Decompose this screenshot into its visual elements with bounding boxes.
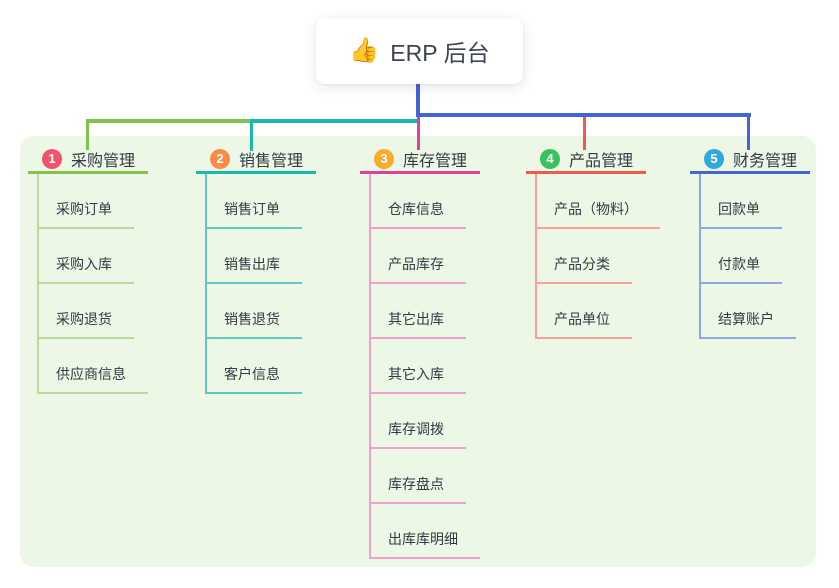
child-node[interactable]: 采购退货 bbox=[39, 284, 148, 339]
child-node-label: 产品单位 bbox=[537, 309, 632, 339]
branch-2: 2 销售管理销售订单销售出库销售退货客户信息 bbox=[196, 146, 316, 394]
child-node-label: 客户信息 bbox=[207, 364, 302, 394]
branch-5: 5 财务管理回款单付款单结算账户 bbox=[690, 146, 810, 339]
child-node[interactable]: 产品（物料） bbox=[537, 174, 660, 229]
child-node[interactable]: 付款单 bbox=[701, 229, 810, 284]
child-node-label: 采购入库 bbox=[39, 254, 134, 284]
child-node[interactable]: 采购入库 bbox=[39, 229, 148, 284]
child-node-label: 供应商信息 bbox=[39, 364, 148, 394]
child-node-label: 销售出库 bbox=[207, 254, 302, 284]
child-node-label: 库存调拨 bbox=[371, 419, 466, 449]
child-node-label: 产品库存 bbox=[371, 254, 466, 284]
connector-root-drop bbox=[416, 84, 420, 117]
child-node-label: 其它入库 bbox=[371, 364, 466, 394]
connector-drop-1 bbox=[86, 119, 89, 150]
connector-drop-2 bbox=[250, 119, 253, 151]
branch-node-1[interactable]: 1 采购管理 bbox=[28, 146, 148, 174]
child-node[interactable]: 仓库信息 bbox=[371, 174, 480, 229]
branch-number-badge: 5 bbox=[704, 148, 724, 169]
root-node-erp-backend[interactable]: 👍 ERP 后台 bbox=[316, 18, 523, 84]
child-node[interactable]: 销售出库 bbox=[207, 229, 316, 284]
thumbs-up-icon: 👍 bbox=[349, 37, 380, 64]
child-node[interactable]: 库存盘点 bbox=[371, 449, 480, 504]
connector-rail-blue bbox=[417, 113, 751, 117]
branch-title: 财务管理 bbox=[733, 152, 798, 170]
branch-node-4[interactable]: 4 产品管理 bbox=[526, 146, 646, 174]
child-node-label: 销售订单 bbox=[207, 199, 302, 229]
connector-drop-3 bbox=[417, 117, 420, 150]
branch-3: 3 库存管理仓库信息产品库存其它出库其它入库库存调拨库存盘点出库库明细 bbox=[360, 146, 480, 559]
child-node[interactable]: 回款单 bbox=[701, 174, 810, 229]
child-node-label: 库存盘点 bbox=[371, 474, 466, 504]
branch-children: 仓库信息产品库存其它出库其它入库库存调拨库存盘点出库库明细 bbox=[369, 174, 480, 559]
child-node[interactable]: 产品分类 bbox=[537, 229, 660, 284]
branch-title: 采购管理 bbox=[71, 152, 136, 170]
branch-title: 销售管理 bbox=[239, 152, 304, 170]
branch-number-badge: 3 bbox=[374, 148, 394, 169]
child-node-label: 出库库明细 bbox=[371, 529, 480, 559]
child-node-label: 产品（物料） bbox=[537, 199, 660, 229]
child-node[interactable]: 销售退货 bbox=[207, 284, 316, 339]
child-node-label: 采购订单 bbox=[39, 199, 134, 229]
root-node-label: ERP 后台 bbox=[390, 40, 490, 66]
branch-children: 回款单付款单结算账户 bbox=[699, 174, 810, 339]
branch-1: 1 采购管理采购订单采购入库采购退货供应商信息 bbox=[28, 146, 148, 394]
branch-title: 产品管理 bbox=[569, 152, 634, 170]
branch-children: 采购订单采购入库采购退货供应商信息 bbox=[37, 174, 148, 394]
child-node[interactable]: 出库库明细 bbox=[371, 504, 480, 559]
child-node-label: 仓库信息 bbox=[371, 199, 466, 229]
branch-children: 销售订单销售出库销售退货客户信息 bbox=[205, 174, 316, 394]
branch-node-3[interactable]: 3 库存管理 bbox=[360, 146, 480, 174]
child-node[interactable]: 库存调拨 bbox=[371, 394, 480, 449]
branch-title: 库存管理 bbox=[403, 152, 468, 170]
branch-number-badge: 2 bbox=[210, 148, 230, 169]
child-node-label: 其它出库 bbox=[371, 309, 466, 339]
branch-4: 4 产品管理产品（物料） 产品分类产品单位 bbox=[526, 146, 660, 339]
child-node[interactable]: 产品库存 bbox=[371, 229, 480, 284]
branch-number-badge: 4 bbox=[540, 148, 560, 169]
child-node[interactable]: 客户信息 bbox=[207, 339, 316, 394]
child-node-label: 回款单 bbox=[701, 199, 782, 229]
connector-drop-4 bbox=[583, 117, 586, 150]
branch-node-5[interactable]: 5 财务管理 bbox=[690, 146, 810, 174]
child-node[interactable]: 供应商信息 bbox=[39, 339, 148, 394]
child-node-label: 采购退货 bbox=[39, 309, 134, 339]
child-node-label: 付款单 bbox=[701, 254, 782, 284]
child-node[interactable]: 采购订单 bbox=[39, 174, 148, 229]
child-node-label: 产品分类 bbox=[537, 254, 632, 284]
branch-number-badge: 1 bbox=[42, 148, 62, 169]
connector-rail-green bbox=[87, 119, 251, 123]
child-node[interactable]: 结算账户 bbox=[701, 284, 810, 339]
child-node[interactable]: 其它入库 bbox=[371, 339, 480, 394]
branches-panel bbox=[20, 136, 816, 567]
connector-rail-teal bbox=[251, 119, 419, 123]
branch-children: 产品（物料） 产品分类产品单位 bbox=[535, 174, 660, 339]
child-node[interactable]: 销售订单 bbox=[207, 174, 316, 229]
child-node-label: 销售退货 bbox=[207, 309, 302, 339]
connector-drop-5 bbox=[747, 113, 750, 150]
child-node[interactable]: 产品单位 bbox=[537, 284, 660, 339]
child-node-label: 结算账户 bbox=[701, 309, 796, 339]
child-node[interactable]: 其它出库 bbox=[371, 284, 480, 339]
branch-node-2[interactable]: 2 销售管理 bbox=[196, 146, 316, 174]
